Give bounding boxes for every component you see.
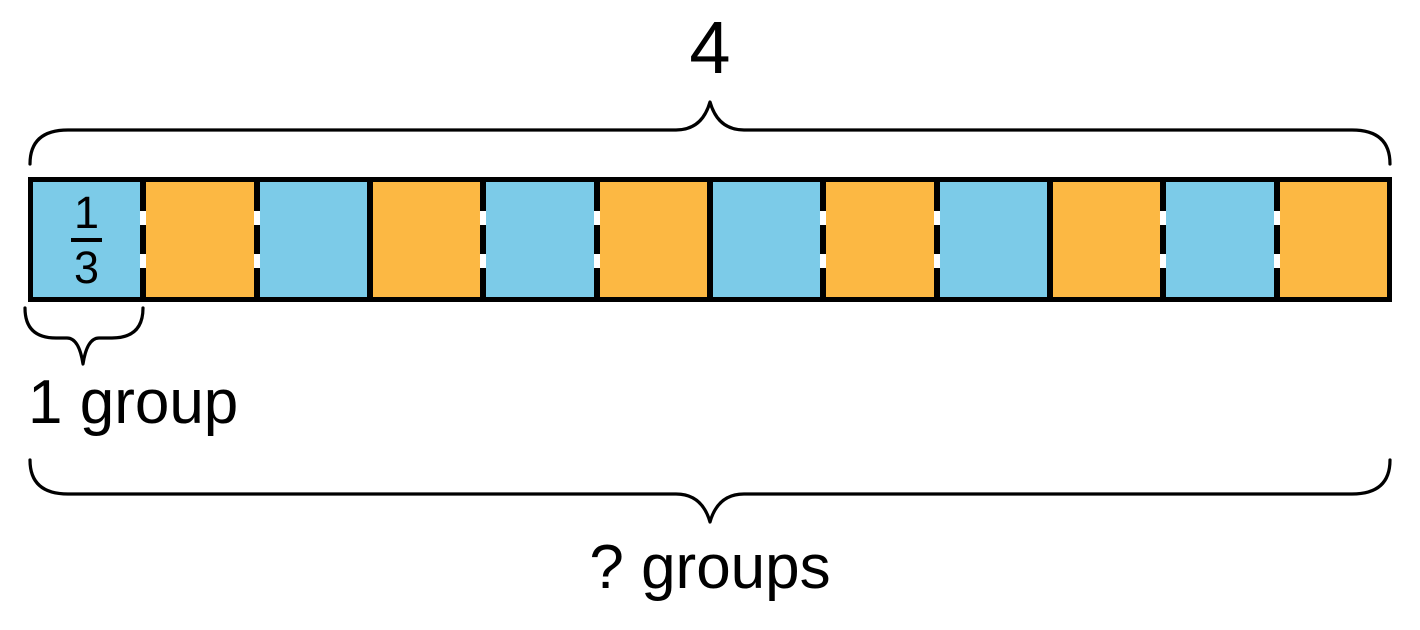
question-groups-label: ? groups xyxy=(589,533,831,602)
segment-separator-dashed xyxy=(933,182,940,297)
bar-segment-8 xyxy=(826,182,934,297)
bar-segment-5 xyxy=(486,182,594,297)
segment-separator-dashed xyxy=(480,182,487,297)
bar-segment-7 xyxy=(712,182,821,297)
fraction-bar xyxy=(71,237,102,242)
bar-segment-6 xyxy=(599,182,707,297)
bar-segment-9 xyxy=(939,182,1047,297)
question-groups-brace xyxy=(28,458,1392,524)
total-label: 4 xyxy=(689,6,731,89)
one-group-label: 1 group xyxy=(28,368,239,437)
bar-segment-12 xyxy=(1279,182,1387,297)
bar-segment-10 xyxy=(1052,182,1161,297)
segment-separator-dashed xyxy=(593,182,600,297)
fraction-denominator: 3 xyxy=(73,241,100,293)
segment-separator-dashed xyxy=(253,182,260,297)
bar-segment-4 xyxy=(372,182,481,297)
top-brace xyxy=(28,100,1392,166)
fraction-numerator: 1 xyxy=(73,186,100,238)
segment-separator-solid xyxy=(706,182,713,297)
segment-separator-dashed xyxy=(1160,182,1167,297)
segment-separator-solid xyxy=(1046,182,1053,297)
segment-separator-solid xyxy=(366,182,373,297)
fraction-label: 1 3 xyxy=(33,182,140,297)
segment-separator-dashed xyxy=(820,182,827,297)
tape-bar xyxy=(28,177,1392,302)
one-group-brace xyxy=(23,306,145,366)
bar-segment-3 xyxy=(259,182,367,297)
bar-segment-2 xyxy=(146,182,254,297)
bar-segment-11 xyxy=(1166,182,1274,297)
segment-separator-dashed xyxy=(1273,182,1280,297)
segment-separator-dashed xyxy=(140,182,147,297)
